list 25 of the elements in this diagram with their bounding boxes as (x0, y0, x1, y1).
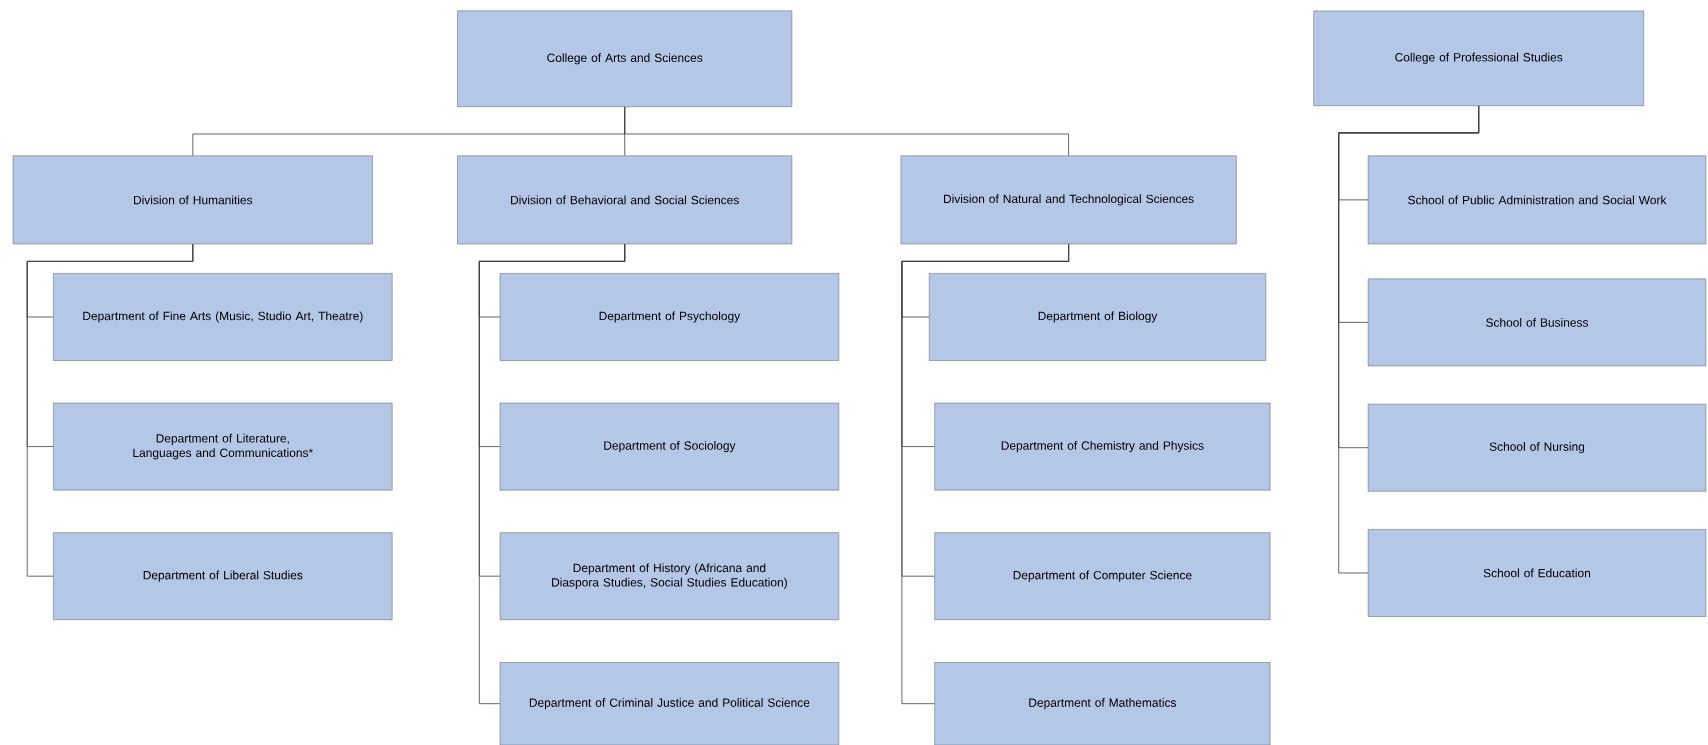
org-box: Department of Literature, Languages and Communications* (53, 402, 393, 491)
org-box: School of Education (1367, 529, 1707, 617)
org-box: College of Professional Studies (1313, 10, 1644, 106)
org-box: Department of Criminal Justice and Political Science (499, 662, 839, 745)
org-box: Department of Liberal Studies (53, 532, 393, 620)
org-box: Department of Computer Science (934, 532, 1271, 620)
org-box: Department of Fine Arts (Music, Studio Art, Theatre) (53, 273, 393, 361)
org-box: School of Public Administration and Social Work (1367, 155, 1707, 245)
connector (26, 243, 194, 577)
connector (901, 243, 1069, 705)
org-box: Department of Chemistry and Physics (934, 402, 1271, 491)
org-box: Division of Humanities (12, 155, 373, 245)
org-box: School of Nursing (1367, 403, 1707, 492)
connector (1338, 105, 1480, 574)
connector (478, 243, 626, 705)
connector (624, 106, 1069, 156)
org-box: College of Arts and Sciences (457, 10, 793, 107)
org-box: Division of Natural and Technological Sciences (900, 155, 1237, 245)
org-box: Department of History (Africana and Diaspora Studies, Social Studies Education) (499, 532, 839, 620)
org-box: Department of Psychology (499, 273, 839, 361)
org-box: Department of Sociology (499, 402, 839, 491)
org-box: Division of Behavioral and Social Sciences (457, 155, 793, 245)
org-box: Department of Biology (929, 273, 1266, 361)
org-box: School of Business (1367, 278, 1707, 367)
org-box: Department of Mathematics (934, 662, 1271, 745)
